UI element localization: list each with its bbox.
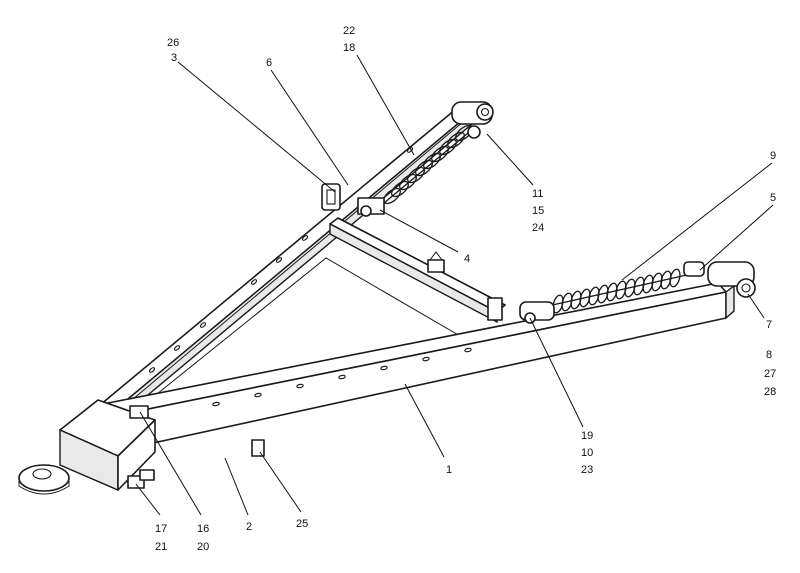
callout-22: 22: [343, 25, 355, 37]
callout-27: 27: [764, 368, 776, 380]
upper-clevis: [321, 183, 341, 211]
callout-labels: 26 3 6 22 18 9 5 11 15 24 4 7 8 27 28 19…: [155, 25, 776, 553]
callout-11: 11: [532, 188, 543, 200]
callout-4: 4: [464, 253, 470, 265]
callout-26: 26: [167, 37, 179, 49]
lower-end-fitting: [683, 261, 756, 298]
upper-arm-holes: [148, 147, 414, 373]
lower-spring: [519, 268, 701, 324]
callout-6: 6: [266, 57, 272, 69]
main-beam: [97, 282, 735, 453]
leader-lines: [135, 54, 774, 516]
callout-5: 5: [770, 192, 776, 204]
upper-end-fitting: [451, 101, 494, 139]
callout-24: 24: [532, 222, 544, 234]
center-bracket: [427, 251, 445, 273]
callout-3: 3: [171, 52, 177, 64]
main-beam-holes: [212, 347, 472, 407]
cross-member: [329, 217, 506, 324]
lower-brackets: [127, 405, 265, 489]
callout-25: 25: [296, 518, 308, 530]
callout-21: 21: [155, 541, 167, 553]
callout-19: 19: [581, 430, 593, 442]
callout-20: 20: [197, 541, 209, 553]
callout-17: 17: [155, 523, 167, 535]
callout-1: 1: [446, 464, 452, 476]
callout-9: 9: [770, 150, 776, 162]
callout-15: 15: [532, 205, 544, 217]
callout-18: 18: [343, 42, 355, 54]
callout-23: 23: [581, 464, 593, 476]
callout-16: 16: [197, 523, 209, 535]
callout-28: 28: [764, 386, 776, 398]
callout-8: 8: [766, 349, 772, 361]
callout-2: 2: [246, 521, 252, 533]
callout-7: 7: [766, 319, 772, 331]
callout-10: 10: [581, 447, 593, 459]
